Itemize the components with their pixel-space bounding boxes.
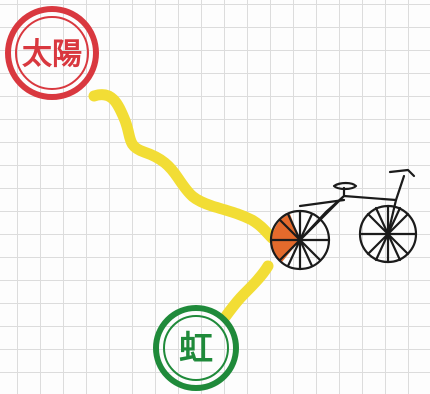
sun-stamp: 太陽: [8, 9, 96, 97]
sun-to-bicycle-path: [94, 95, 272, 238]
rainbow-stamp-label: 虹: [179, 329, 213, 369]
bicycle-icon: [271, 170, 416, 269]
rainbow-stamp: 虹: [156, 308, 236, 388]
bicycle-handlebar: [390, 170, 414, 200]
bicycle-seat: [334, 183, 356, 189]
bicycle-to-rainbow-path: [226, 266, 268, 316]
sun-stamp-label: 太陽: [22, 37, 82, 72]
